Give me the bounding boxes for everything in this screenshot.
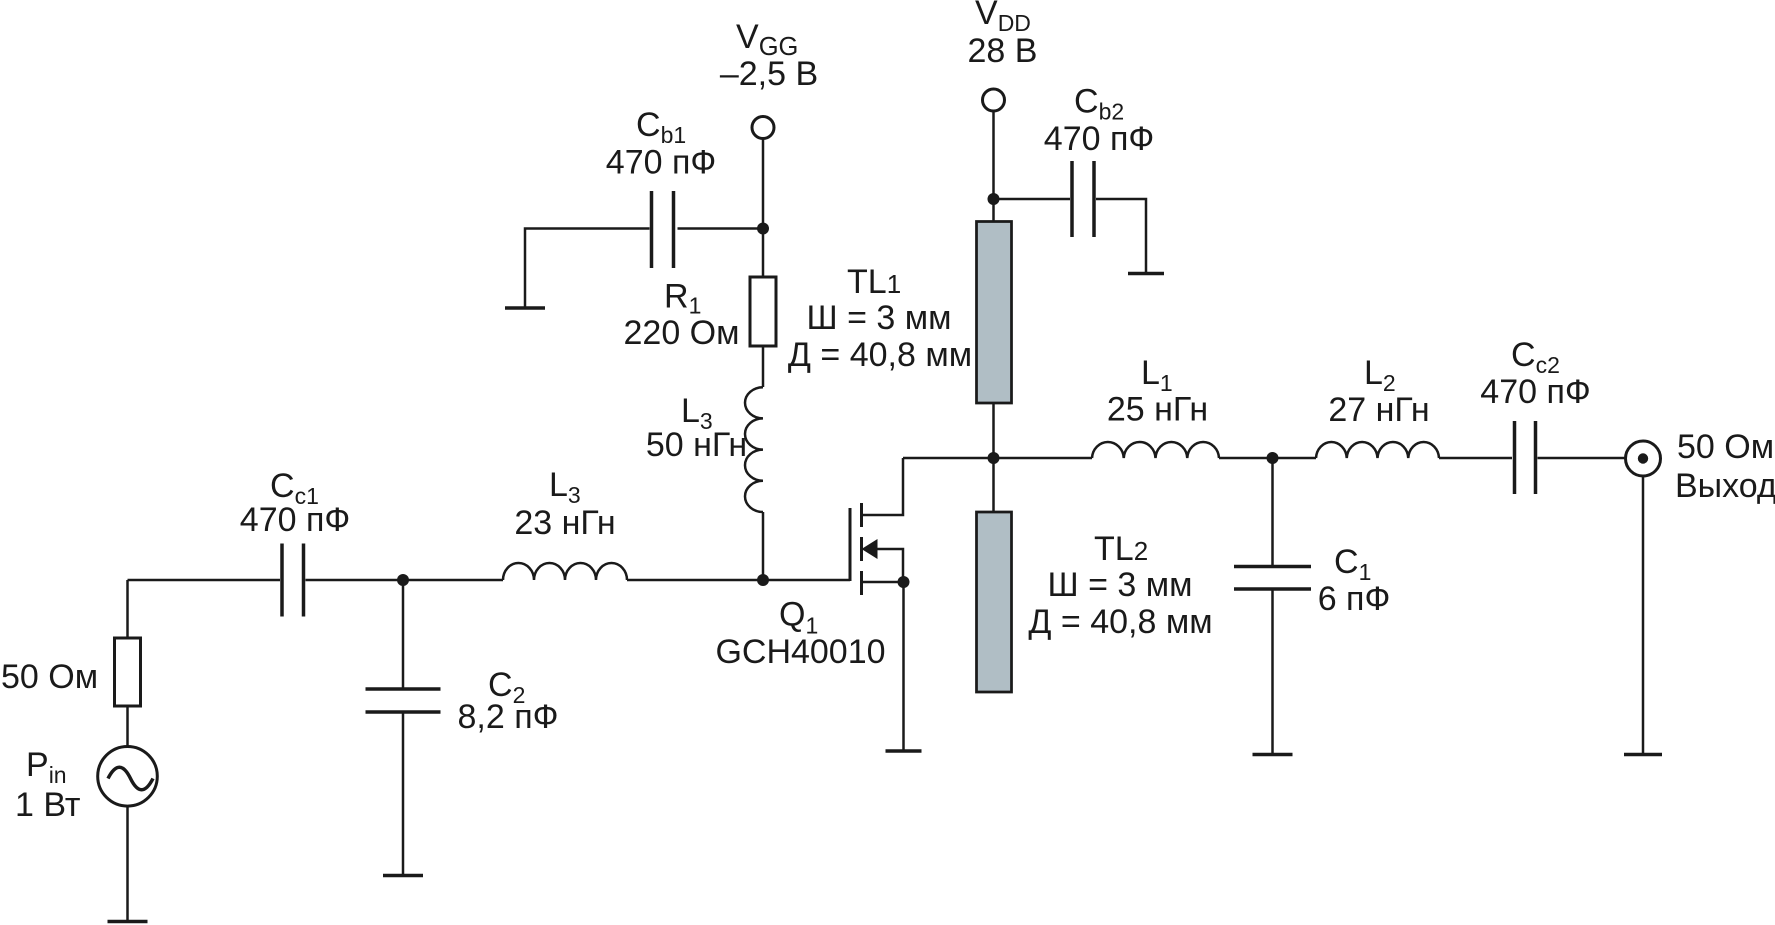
svg-text:Cc2: Cc2: [1511, 336, 1560, 378]
svg-text:470 пФ: 470 пФ: [1044, 120, 1154, 158]
svg-text:470 пФ: 470 пФ: [240, 501, 350, 539]
svg-text:50 Ом: 50 Ом: [1677, 428, 1774, 466]
svg-text:Cb1: Cb1: [636, 106, 686, 148]
svg-text:–2,5 В: –2,5 В: [720, 55, 818, 93]
svg-text:L2: L2: [1364, 354, 1396, 396]
svg-text:C2: C2: [488, 666, 525, 708]
svg-text:470 пФ: 470 пФ: [1480, 373, 1590, 411]
svg-text:Ш = 3 мм: Ш = 3 мм: [1047, 566, 1192, 604]
svg-text:8,2 пФ: 8,2 пФ: [458, 698, 559, 736]
svg-text:Д = 40,8 мм: Д = 40,8 мм: [1028, 603, 1212, 641]
svg-text:VDD: VDD: [975, 0, 1031, 36]
svg-text:50 Ом: 50 Ом: [1, 658, 98, 696]
svg-text:L3: L3: [549, 466, 581, 508]
svg-text:Д = 40,8 мм: Д = 40,8 мм: [788, 336, 972, 374]
svg-text:R1: R1: [664, 278, 701, 319]
svg-text:Cc1: Cc1: [270, 467, 319, 509]
svg-text:Ш = 3 мм: Ш = 3 мм: [806, 299, 951, 337]
svg-text:28 В: 28 В: [968, 32, 1038, 70]
svg-text:TL1: TL1: [847, 263, 901, 301]
svg-text:TL2: TL2: [1094, 530, 1148, 568]
svg-text:50 нГн: 50 нГн: [646, 426, 747, 464]
svg-text:220 Ом: 220 Ом: [624, 314, 740, 352]
svg-text:27 нГн: 27 нГн: [1328, 391, 1429, 429]
svg-text:Cb2: Cb2: [1074, 83, 1124, 125]
svg-text:25 нГн: 25 нГн: [1107, 391, 1208, 429]
svg-text:Выход: Выход: [1675, 467, 1775, 505]
svg-text:Pin: Pin: [26, 746, 67, 788]
svg-text:470 пФ: 470 пФ: [606, 144, 716, 182]
svg-text:C1: C1: [1334, 543, 1371, 585]
svg-text:6 пФ: 6 пФ: [1318, 580, 1391, 618]
svg-text:23 нГн: 23 нГн: [514, 504, 615, 542]
svg-text:GCH40010: GCH40010: [715, 633, 885, 671]
svg-text:1 Вт: 1 Вт: [15, 786, 80, 824]
